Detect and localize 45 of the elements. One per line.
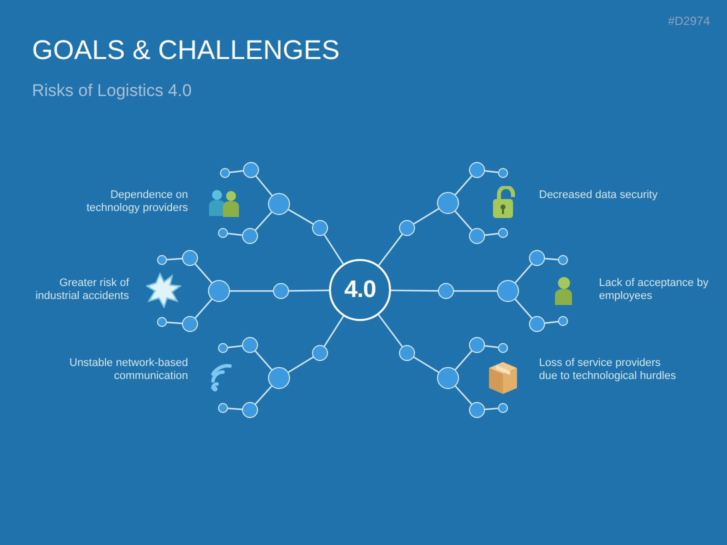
connector-line: [484, 345, 498, 348]
connector-line: [288, 356, 314, 373]
connector-line: [288, 208, 314, 225]
risk-label: Lack of acceptance by employees: [599, 277, 709, 303]
connector-line: [228, 232, 242, 236]
connector-line: [413, 208, 439, 224]
connector-line: [544, 320, 558, 324]
subtitle: Risks of Logistics 4.0: [32, 80, 193, 102]
connector-line: [228, 345, 242, 348]
connector-line: [484, 232, 498, 236]
connector-line: [378, 234, 403, 266]
connector-line: [454, 350, 472, 370]
risk-label: Loss of service providers due to technological hurdles: [539, 357, 677, 383]
connector-line: [544, 258, 558, 260]
connector-line: [484, 170, 498, 174]
risk-label: Dependence on technology providers: [85, 189, 188, 215]
code-label: #D2974: [666, 13, 710, 30]
connector-line: [230, 290, 273, 292]
connector-line: [390, 290, 438, 292]
connector-line: [514, 298, 532, 318]
title: GOALS & CHALLENGES: [32, 34, 340, 67]
risk-label: Decreased data security: [539, 189, 659, 202]
connector-line: [324, 316, 344, 347]
connector-line: [194, 298, 212, 318]
connector-line: [378, 314, 403, 348]
connector-line: [194, 264, 212, 284]
connector-line: [166, 258, 182, 260]
connector-line: [254, 350, 272, 370]
connector-line: [514, 264, 532, 284]
connector-line: [454, 386, 472, 405]
connector-line: [254, 386, 272, 405]
connector-line: [413, 356, 439, 373]
connector-line: [230, 170, 244, 174]
connector-line: [166, 322, 182, 324]
connector-line: [484, 408, 498, 410]
connector-line: [228, 408, 242, 410]
connector-line: [254, 212, 272, 231]
risk-label: Unstable network-based communication: [68, 357, 188, 383]
connector-line: [256, 176, 273, 196]
connector-line: [454, 290, 497, 292]
connector-line: [288, 290, 330, 292]
risk-label: Greater risk of industrial accidents: [34, 277, 129, 303]
connector-line: [454, 210, 472, 230]
connector-line: [454, 176, 472, 196]
connector-line: [324, 234, 344, 264]
